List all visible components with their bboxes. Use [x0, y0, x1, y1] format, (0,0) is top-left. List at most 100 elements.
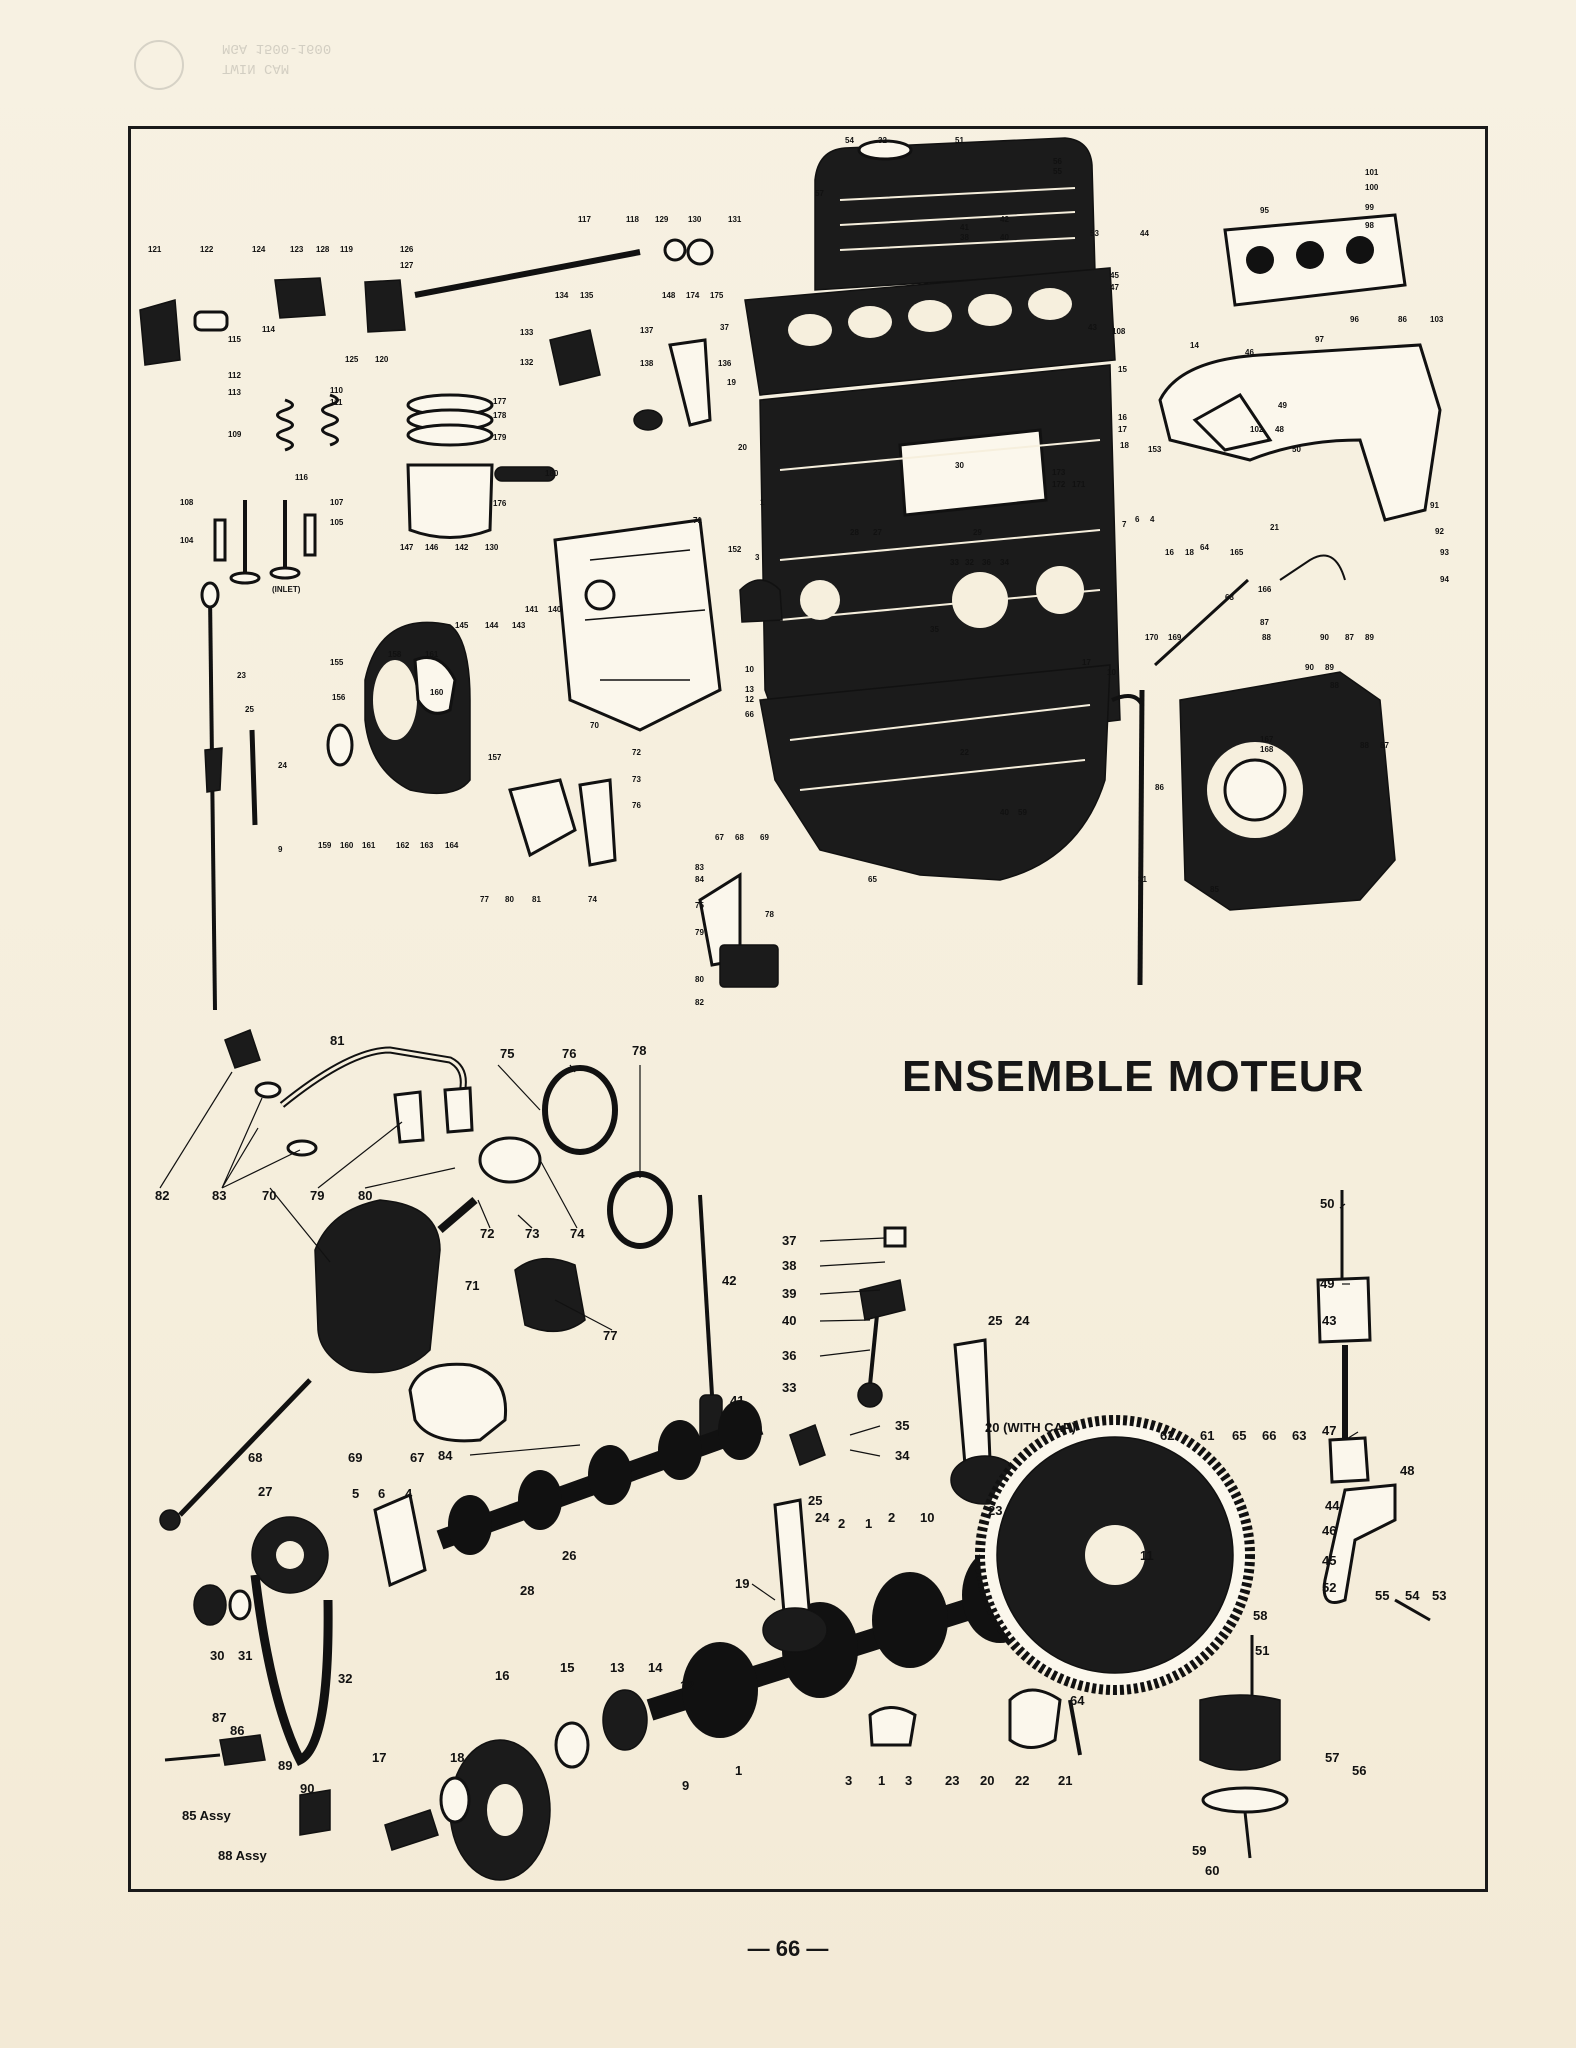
- svg-text:88: 88: [1360, 741, 1369, 750]
- callout-32: 32: [338, 1671, 352, 1686]
- svg-text:47: 47: [1110, 283, 1119, 292]
- engine-mount-illustration: [508, 778, 779, 988]
- callout-74: 74: [570, 1226, 585, 1241]
- svg-text:143: 143: [512, 621, 526, 630]
- svg-text:56: 56: [1053, 157, 1062, 166]
- svg-text:68: 68: [735, 833, 744, 842]
- flywheel-illustration: [975, 1415, 1255, 1695]
- svg-text:103: 103: [1430, 315, 1444, 324]
- svg-text:3: 3: [755, 553, 760, 562]
- callout-77: 77: [603, 1328, 617, 1343]
- svg-text:123: 123: [290, 245, 304, 254]
- svg-text:7: 7: [1122, 520, 1127, 529]
- callout-33: 33: [782, 1380, 796, 1395]
- callout-73: 73: [525, 1226, 539, 1241]
- callout-43: 43: [1322, 1313, 1336, 1328]
- oil-filter-illustration: [159, 1196, 586, 1531]
- callout-59: 59: [1192, 1843, 1206, 1858]
- callout-61: 61: [1200, 1428, 1214, 1443]
- callout-38: 38: [782, 1258, 796, 1273]
- svg-text:15: 15: [1118, 365, 1127, 374]
- svg-text:87: 87: [1345, 633, 1354, 642]
- svg-text:98: 98: [1365, 221, 1374, 230]
- svg-text:12: 12: [745, 695, 754, 704]
- svg-text:140: 140: [548, 605, 562, 614]
- svg-text:110: 110: [330, 386, 343, 395]
- callout-11: 11: [1140, 1548, 1154, 1563]
- callout-79: 79: [310, 1188, 324, 1203]
- svg-text:116: 116: [295, 473, 308, 482]
- callout-57: 57: [1325, 1750, 1339, 1765]
- callout-68: 68: [248, 1450, 262, 1465]
- svg-text:108: 108: [1112, 327, 1126, 336]
- callout-20: 20: [980, 1773, 994, 1788]
- svg-text:21: 21: [1270, 523, 1279, 532]
- svg-text:69: 69: [760, 833, 769, 842]
- svg-text:28: 28: [850, 528, 859, 537]
- svg-text:57: 57: [815, 189, 824, 198]
- callout-70: 70: [262, 1188, 276, 1203]
- svg-text:32: 32: [878, 136, 887, 145]
- callout-5: 5: [352, 1486, 359, 1501]
- svg-text:95: 95: [1260, 206, 1269, 215]
- callout-21: 21: [1058, 1773, 1072, 1788]
- callout-83: 83: [212, 1188, 226, 1203]
- svg-text:111: 111: [330, 398, 343, 407]
- callout-80: 80: [358, 1188, 372, 1203]
- callout-17: 17: [372, 1750, 386, 1765]
- callout-27: 27: [258, 1484, 272, 1499]
- svg-text:45: 45: [1110, 271, 1119, 280]
- callout-39: 39: [782, 1286, 796, 1301]
- svg-text:85: 85: [1210, 885, 1219, 894]
- callout-62: 62: [1160, 1428, 1174, 1443]
- svg-text:125: 125: [345, 355, 359, 364]
- svg-text:(INLET): (INLET): [272, 585, 301, 594]
- svg-text:29: 29: [973, 528, 982, 537]
- svg-text:96: 96: [1350, 315, 1359, 324]
- svg-text:23: 23: [237, 671, 246, 680]
- callout-25b: 25: [808, 1493, 822, 1508]
- callout-81: 81: [330, 1033, 344, 1048]
- svg-text:115: 115: [228, 335, 241, 344]
- upper-callouts: 54 32 51 56 55 57 42 41 38 40 53 44 45 4…: [148, 136, 1449, 1007]
- stamp-seal-icon: [134, 40, 184, 90]
- svg-text:160: 160: [340, 841, 354, 850]
- svg-text:90: 90: [1320, 633, 1329, 642]
- callout-41: 41: [730, 1393, 744, 1408]
- crankshaft-illustration: [646, 1547, 1038, 1738]
- svg-text:42: 42: [1000, 215, 1009, 224]
- svg-text:80: 80: [695, 975, 704, 984]
- callout-9: 9: [682, 1778, 689, 1793]
- svg-text:38: 38: [960, 233, 969, 242]
- svg-text:89: 89: [1325, 663, 1334, 672]
- callout-24b: 24: [815, 1510, 830, 1525]
- svg-text:180: 180: [545, 469, 559, 478]
- svg-text:86: 86: [1155, 783, 1164, 792]
- svg-text:46: 46: [1245, 348, 1254, 357]
- callout-49: 49: [1320, 1276, 1334, 1291]
- svg-text:145: 145: [455, 621, 469, 630]
- callout-40: 40: [782, 1313, 796, 1328]
- svg-text:165: 165: [1230, 548, 1244, 557]
- svg-text:91: 91: [1430, 501, 1439, 510]
- svg-text:97: 97: [1315, 335, 1324, 344]
- callout-65: 65: [1232, 1428, 1246, 1443]
- svg-text:73: 73: [632, 775, 641, 784]
- callout-13: 13: [610, 1660, 624, 1675]
- svg-text:159: 159: [318, 841, 332, 850]
- svg-text:37: 37: [720, 323, 729, 332]
- svg-text:101: 101: [1365, 168, 1379, 177]
- callout-24: 24: [1015, 1313, 1030, 1328]
- svg-text:169: 169: [1168, 633, 1182, 642]
- callout-88-assy: 88 Assy: [218, 1848, 267, 1863]
- callout-67: 67: [410, 1450, 424, 1465]
- svg-text:83: 83: [695, 863, 704, 872]
- svg-text:54: 54: [845, 136, 854, 145]
- callout-28: 28: [520, 1583, 534, 1598]
- svg-text:167: 167: [1260, 735, 1274, 744]
- chain-tensioner-illustration: [164, 1734, 331, 1836]
- callout-2b: 2: [888, 1510, 895, 1525]
- callout-46: 46: [1322, 1523, 1336, 1538]
- svg-text:92: 92: [1435, 527, 1444, 536]
- svg-text:40: 40: [1000, 808, 1009, 817]
